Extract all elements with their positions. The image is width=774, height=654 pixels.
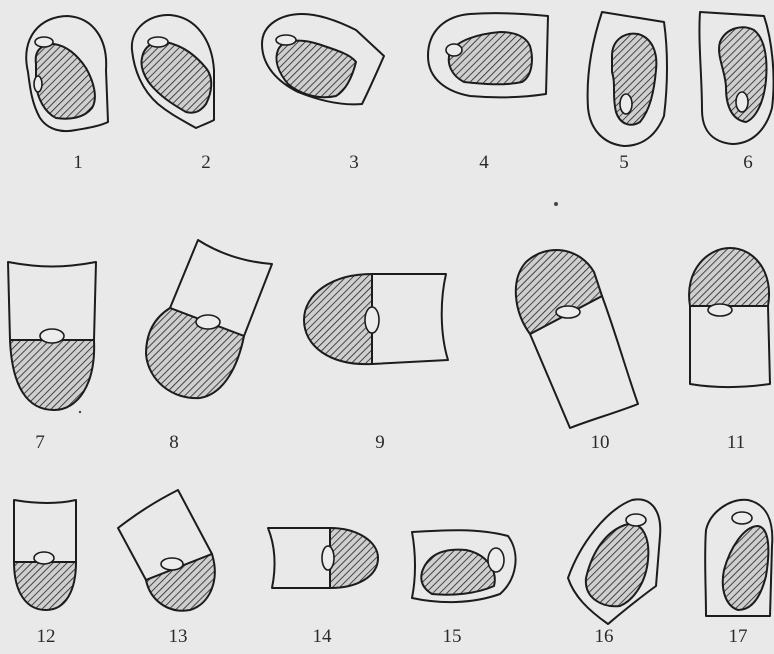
figure-15	[412, 530, 516, 602]
figure-8	[146, 240, 272, 398]
figure-number-4: 4	[479, 152, 489, 173]
figure-number-1: 1	[73, 152, 83, 173]
figure-number-2: 2	[201, 152, 211, 173]
figure-number-14: 14	[313, 626, 333, 647]
figure-number-15: 15	[443, 626, 462, 647]
figure-number-16: 16	[595, 626, 614, 647]
speck-dot	[554, 202, 558, 206]
figure-number-10: 10	[591, 432, 610, 453]
figure-12	[14, 500, 76, 610]
figure-16	[568, 499, 660, 624]
speck-dot	[79, 411, 81, 413]
figure-6	[699, 12, 773, 144]
figure-7	[8, 262, 96, 410]
figure-number-5: 5	[619, 152, 629, 173]
figure-number-6: 6	[743, 152, 753, 173]
figure-number-9: 9	[375, 432, 385, 453]
figure-number-8: 8	[169, 432, 179, 453]
figure-9	[304, 274, 448, 364]
figure-11	[689, 248, 770, 387]
figure-3	[262, 14, 384, 104]
figure-4	[428, 13, 548, 97]
figure-17	[705, 500, 772, 616]
figure-10	[516, 250, 638, 428]
figure-2	[132, 15, 214, 128]
figure-5	[588, 12, 667, 146]
figure-number-3: 3	[349, 152, 359, 173]
figure-number-12: 12	[37, 626, 56, 647]
figure-number-13: 13	[169, 626, 188, 647]
figure-1	[26, 16, 108, 131]
figure-number-17: 17	[729, 626, 748, 647]
figure-number-11: 11	[727, 432, 745, 453]
figure-number-7: 7	[35, 432, 45, 453]
figure-13	[118, 490, 215, 611]
figure-14	[268, 528, 378, 588]
